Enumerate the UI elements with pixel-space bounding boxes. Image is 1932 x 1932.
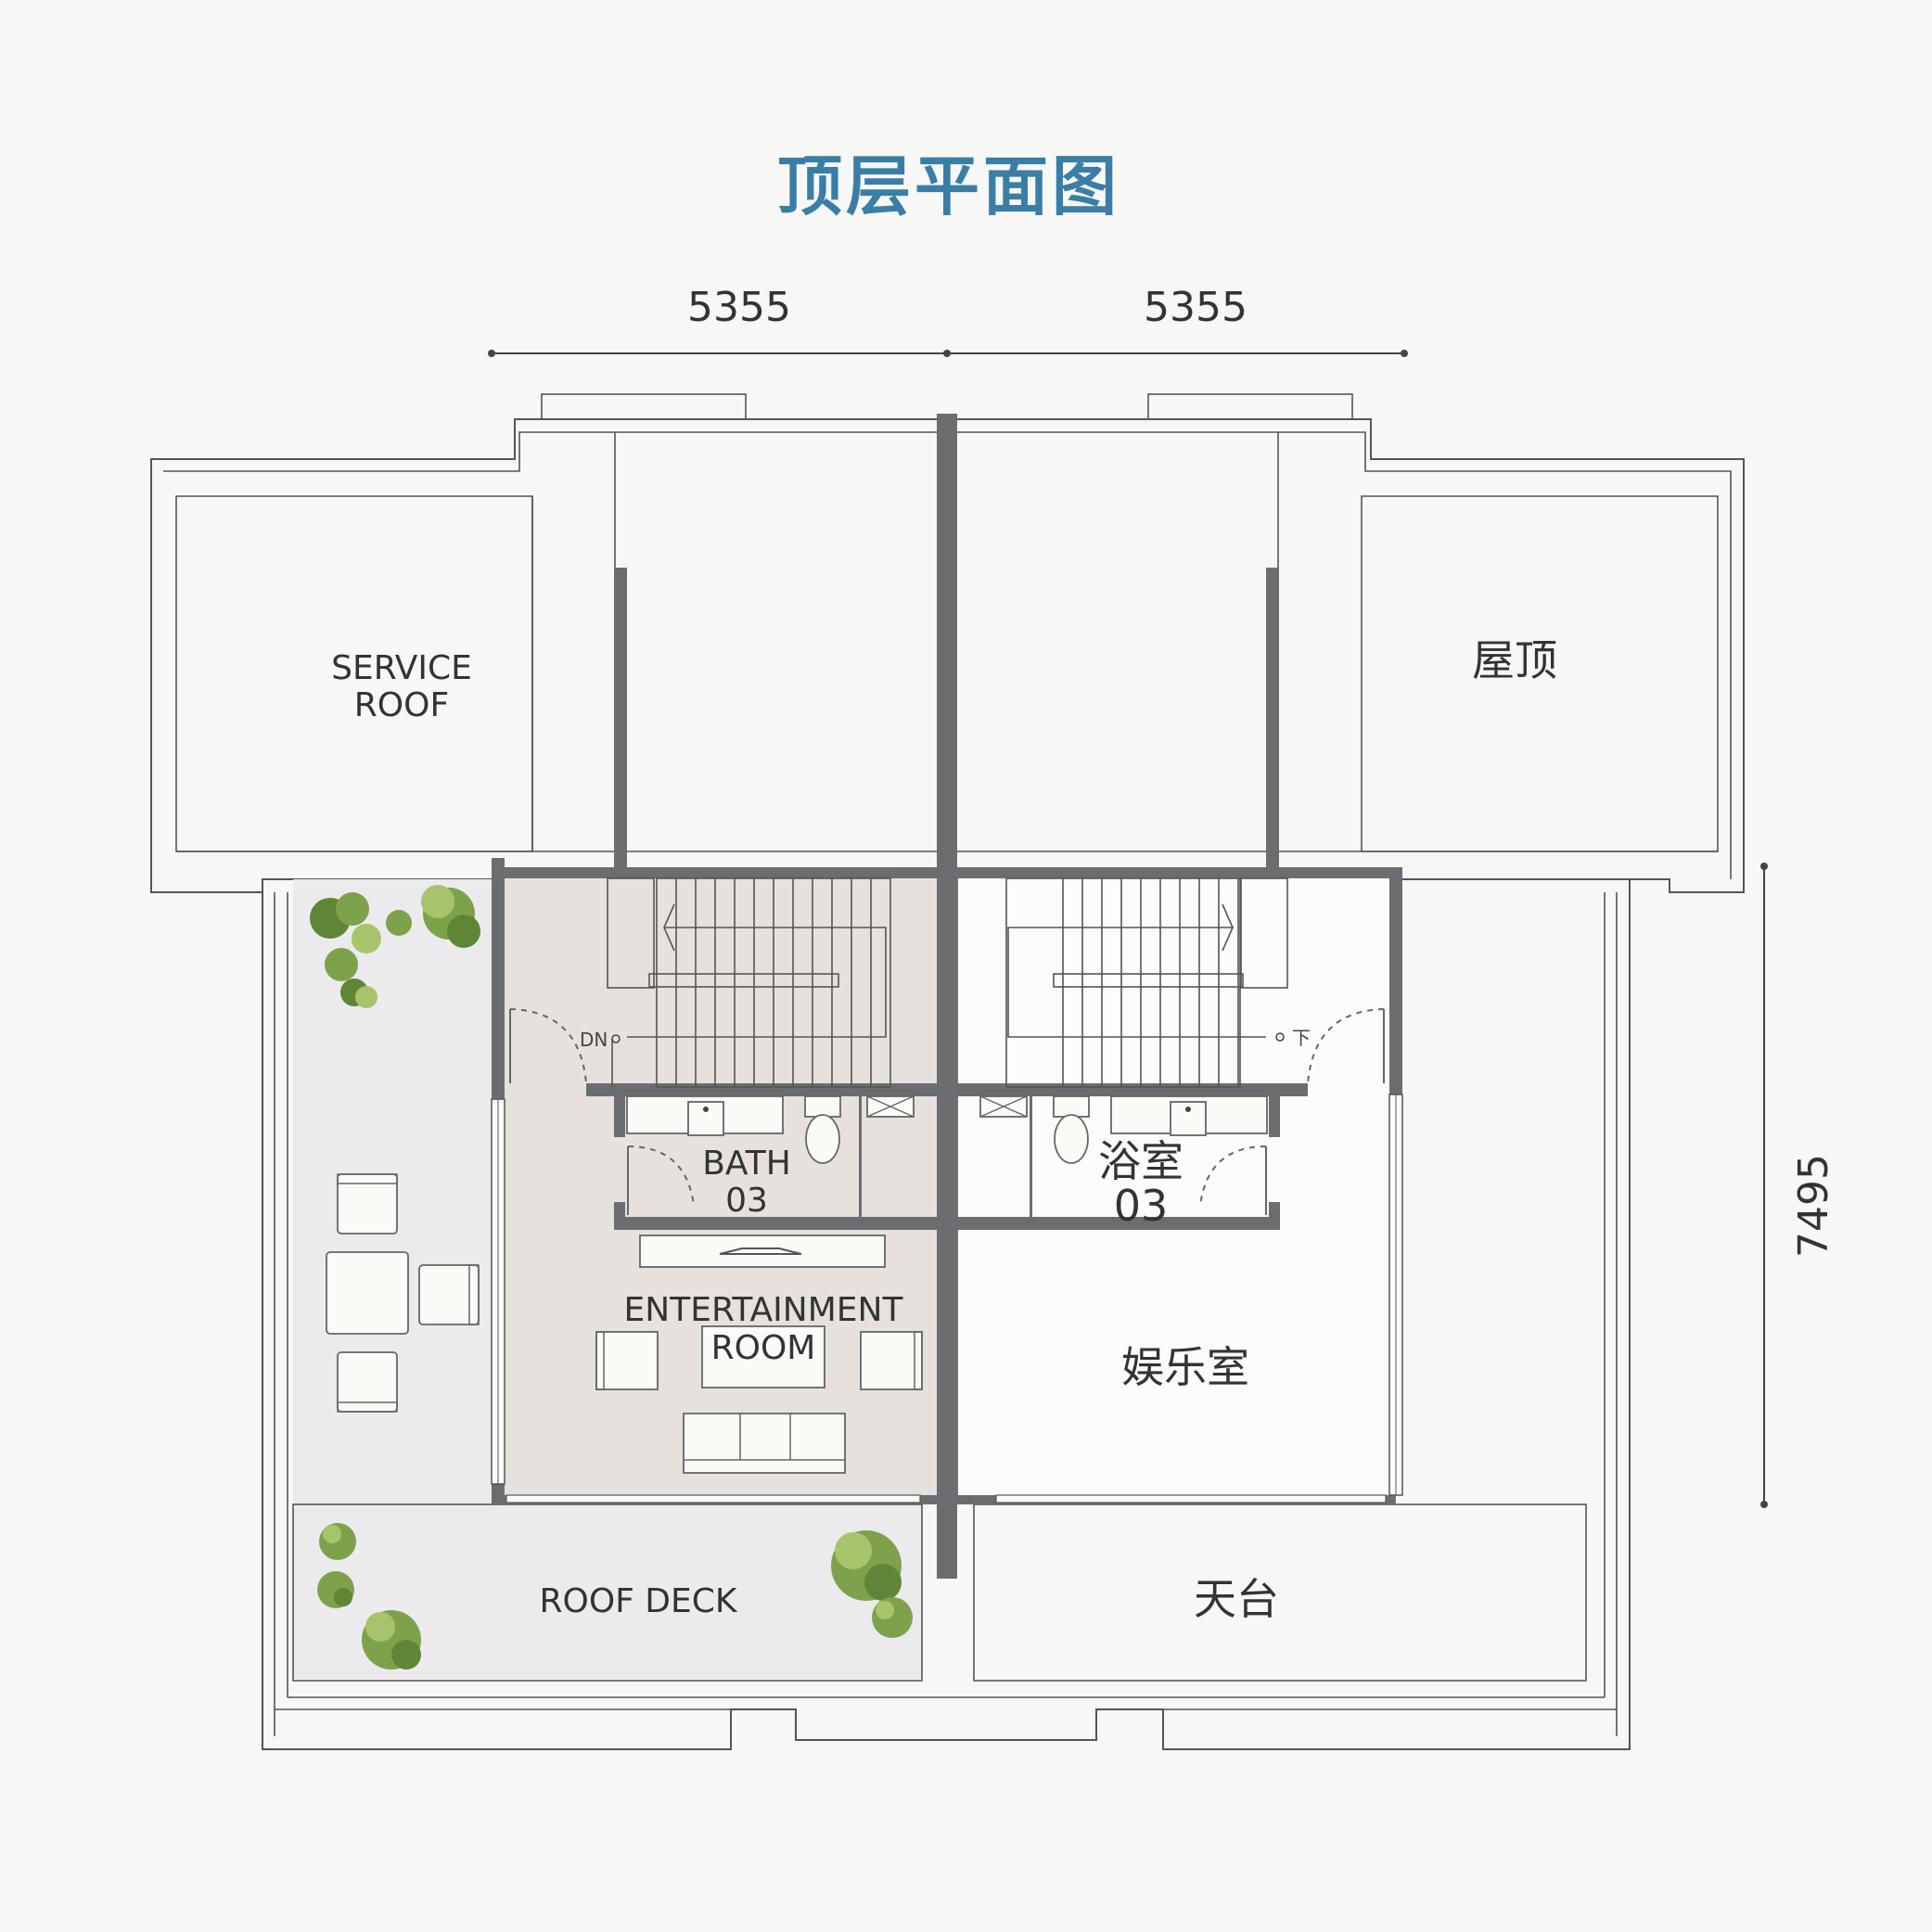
dimension-right-width: 5355 — [1144, 284, 1247, 331]
top-dimension: 5355 5355 — [488, 284, 1408, 357]
doors — [509, 1008, 1385, 1215]
deck-outline — [262, 879, 1631, 1750]
plan-title: 顶层平面图 — [777, 148, 1120, 224]
entertainment-right-label: 娱乐室 — [1121, 1342, 1249, 1392]
bath-left-fixtures — [626, 1095, 915, 1164]
bath-right-fixtures — [979, 1095, 1268, 1164]
service-roof-label-line1: SERVICE — [331, 649, 472, 687]
entertainment-left-label-line1: ENTERTAINMENT — [624, 1291, 904, 1329]
bath-left-label-line1: BATH — [702, 1145, 791, 1183]
windows — [491, 1094, 1403, 1503]
bath-right-label-line1: 浴室 — [1098, 1136, 1184, 1186]
service-roof-label-line2: ROOF — [354, 686, 449, 724]
room-labels-left: SERVICE ROOF BATH 03 ENTERTAINMENT ROOM … — [331, 649, 903, 1620]
deck-furniture — [326, 1173, 480, 1413]
entertainment-furniture — [595, 1235, 923, 1474]
plant-bottom-right — [831, 1530, 913, 1638]
roof-right-label: 屋顶 — [1472, 635, 1557, 685]
dimension-depth: 7495 — [1790, 1154, 1837, 1258]
plant-top-left — [310, 885, 480, 1008]
bath-left-label-line2: 03 — [725, 1182, 768, 1220]
entertainment-left-label-line2: ROOM — [711, 1329, 816, 1367]
room-labels-right: 屋顶 浴室 03 娱乐室 天台 — [1098, 635, 1557, 1624]
stair-left: DN — [580, 877, 891, 1088]
side-dimension: 7495 — [1760, 863, 1837, 1508]
stair-right: 下 — [1005, 877, 1311, 1088]
stair-left-mark: DN — [580, 1029, 608, 1051]
bath-right-label-line2: 03 — [1114, 1181, 1169, 1231]
plant-bottom-left — [317, 1523, 421, 1670]
dimension-left-width: 5355 — [687, 284, 791, 331]
stair-right-mark: 下 — [1292, 1027, 1311, 1049]
roof-deck-right-label: 天台 — [1194, 1574, 1279, 1624]
interior-right-fill — [956, 869, 1396, 1503]
interior-left-fill — [499, 870, 937, 1503]
roof-deck-left-label: ROOF DECK — [539, 1582, 737, 1620]
